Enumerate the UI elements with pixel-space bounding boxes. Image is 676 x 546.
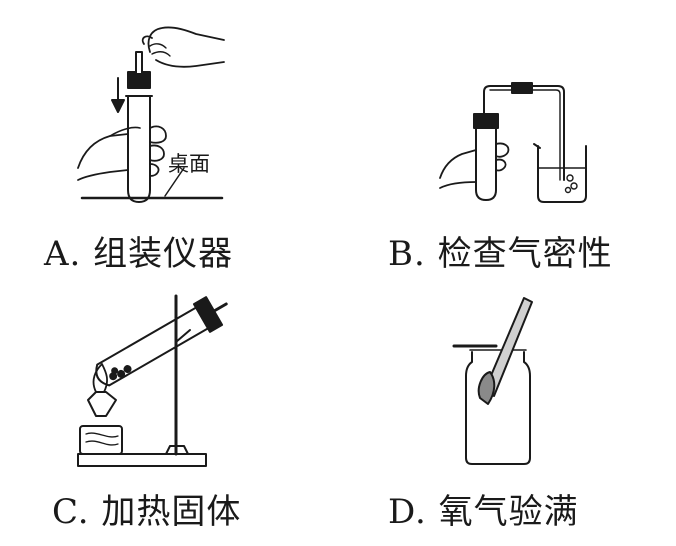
glowing-tip — [477, 371, 496, 405]
test-tube — [127, 95, 151, 203]
test-tube-b — [475, 119, 497, 201]
bubble — [570, 182, 578, 190]
panel-b-check-airtightness — [439, 82, 587, 203]
panel-a-assemble-apparatus — [77, 26, 225, 203]
table-surface-label: 桌面 — [168, 152, 210, 176]
beaker — [537, 145, 587, 203]
clamp — [175, 329, 191, 343]
caption-panel-a: A. 组装仪器 — [44, 234, 234, 274]
upper-hand-icon — [141, 26, 225, 68]
lamp-body — [79, 425, 123, 455]
lower-hand-icon — [77, 125, 167, 181]
caption-panel-d: D. 氧气验满 — [388, 492, 579, 532]
arrow-head-icon — [111, 99, 125, 113]
stopper-c — [192, 296, 224, 333]
rubber-connector — [511, 82, 533, 94]
bubble — [566, 174, 574, 182]
caption-panel-b: B. 检查气密性 — [388, 234, 613, 274]
table-label-leader — [164, 167, 185, 197]
stopper-glass-tube — [135, 51, 143, 75]
gas-jar — [465, 351, 531, 465]
flame — [92, 363, 108, 393]
solid-particle — [109, 372, 118, 381]
panel-c-heat-solid — [77, 294, 228, 467]
bubble — [564, 186, 572, 194]
tilted-test-tube — [95, 296, 228, 387]
caption-panel-c: C. 加热固体 — [52, 492, 242, 532]
lamp-neck — [87, 391, 117, 417]
panel-d-oxygen-full-test — [452, 297, 533, 465]
rubber-stopper-b — [473, 113, 499, 129]
hand-icon — [439, 142, 510, 189]
stand-base — [77, 453, 207, 467]
